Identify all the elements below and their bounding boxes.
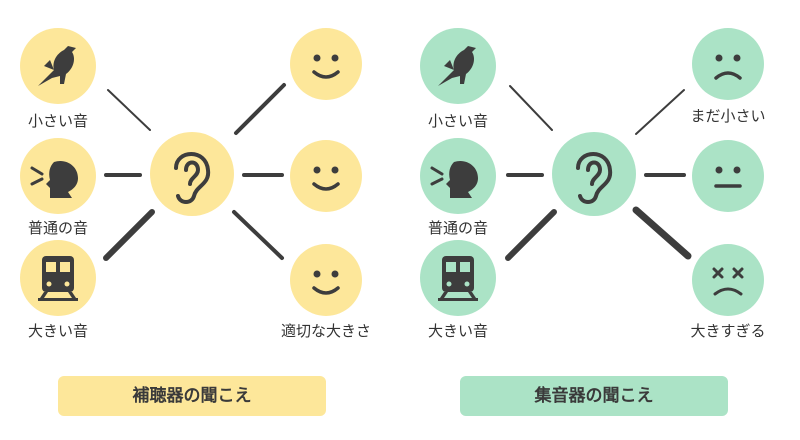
output-label-appropriate: 適切な大きさ [280,322,372,340]
connector-line [509,85,553,131]
dizzy-face-icon [712,267,744,296]
connector-line [107,89,151,131]
input-label-loud-sound: 大きい音 [27,322,89,340]
train-icon [438,256,478,301]
bird-icon [38,46,76,86]
hearing-aid-caption: 補聴器の聞こえ [58,376,326,416]
connector-line [632,206,692,260]
ear-circle [552,132,636,216]
smile-face-icon [312,54,340,79]
smile-face-icon [312,166,340,191]
neutral-face-icon [714,166,742,188]
train-icon [38,256,78,301]
ear-icon [174,152,211,204]
speaking-person-icon [430,160,478,198]
input-label-loud-sound: 大きい音 [427,322,489,340]
output-circle [290,28,362,100]
sad-face-icon [714,54,742,80]
connector-line [505,209,557,261]
ear-icon [576,152,613,204]
connector-lines [505,85,692,261]
output-circle [692,140,764,212]
speaking-person-icon [30,160,78,198]
bird-icon [438,46,476,86]
connector-line [635,89,685,135]
input-label-normal-sound: 普通の音 [427,219,489,237]
sound-collector-caption: 集音器の聞こえ [460,376,728,416]
input-label-small-sound: 小さい音 [27,112,89,130]
output-label-too-loud: 大きすぎる [690,322,766,340]
connector-line [232,210,284,260]
connector-lines [103,83,286,261]
connector-line [234,83,286,135]
ear-circle [150,132,234,216]
input-label-small-sound: 小さい音 [427,112,489,130]
smile-face-icon [312,270,340,295]
output-circle [692,28,764,100]
output-circle [290,140,362,212]
output-circle [692,244,764,316]
hearing-aid-panel [20,28,362,316]
input-label-normal-sound: 普通の音 [27,219,89,237]
connector-line [103,209,155,261]
sound-collector-panel [420,28,764,316]
output-circle [290,244,362,316]
output-label-still-small: まだ小さい [690,107,766,125]
